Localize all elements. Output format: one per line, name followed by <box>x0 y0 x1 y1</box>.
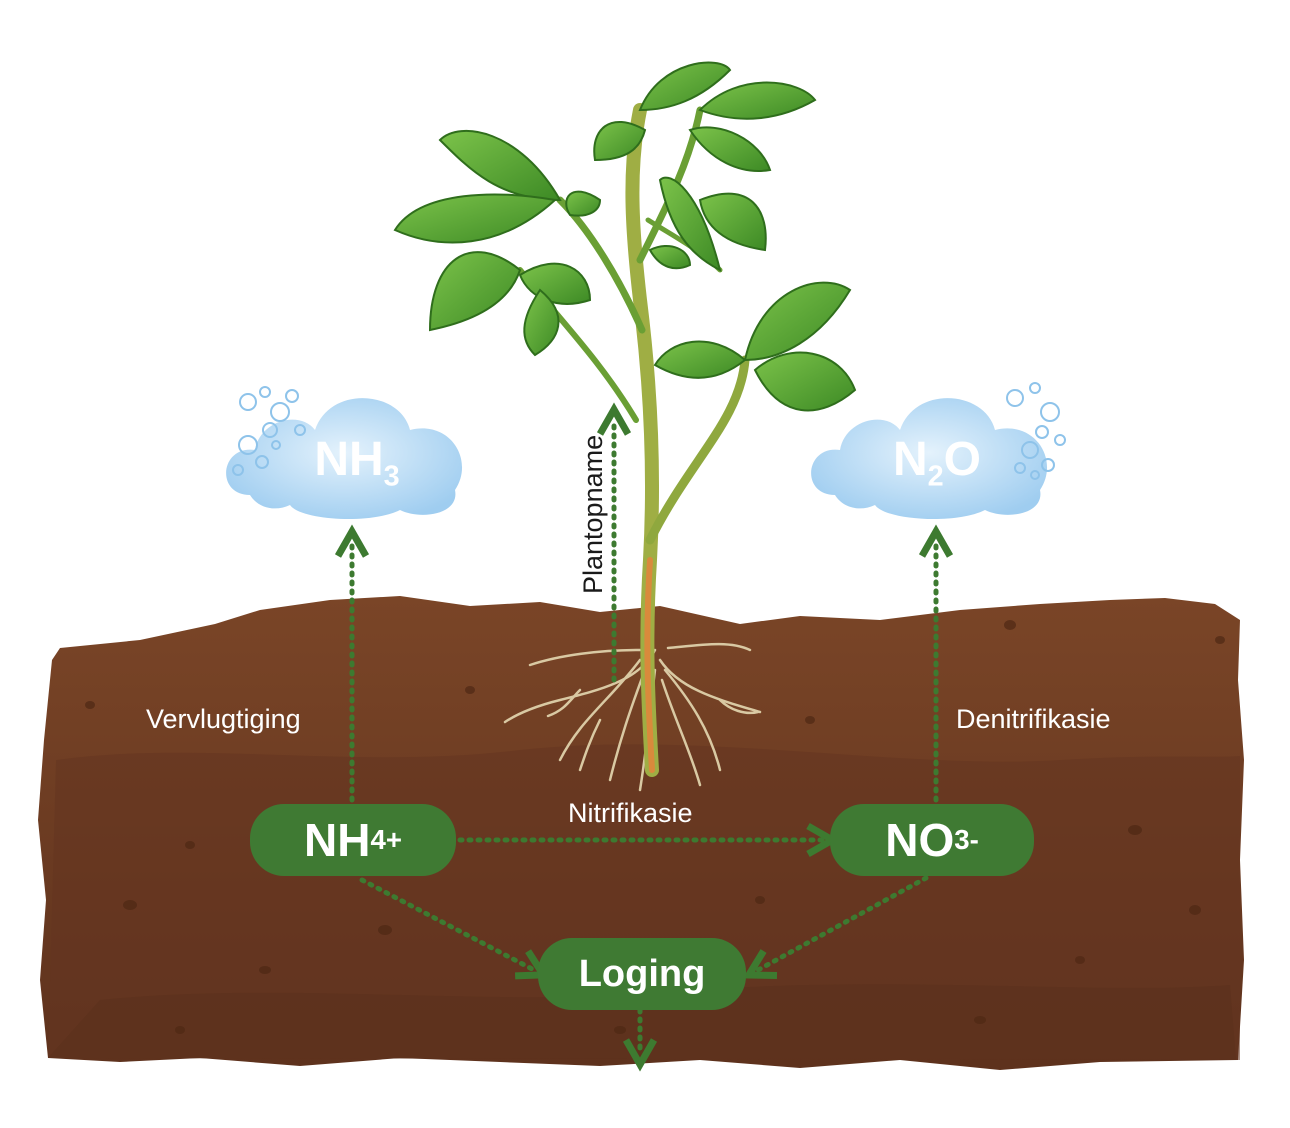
denitrification-label: Denitrifikasie <box>956 704 1111 734</box>
nitrate-leaching-arrow <box>758 875 929 970</box>
volatilization-label: Vervlugtiging <box>146 704 301 734</box>
plant-leaves <box>393 61 857 412</box>
nitrous-oxide-label: N2O <box>892 433 982 493</box>
leaching-pill: Loging <box>538 938 746 1010</box>
ammonia-label: NH3 <box>314 433 400 493</box>
process-arrows <box>352 420 936 1054</box>
soil-speckles <box>85 620 1225 1034</box>
cloud-left <box>226 398 463 520</box>
nitrification-label: Nitrifikasie <box>568 798 693 828</box>
bubbles-right <box>1006 382 1066 480</box>
plant-uptake-label: Plantopname <box>578 434 608 594</box>
bubbles-left <box>232 386 306 476</box>
ammonium-leaching-arrow <box>359 877 534 970</box>
cloud-right <box>811 398 1048 520</box>
